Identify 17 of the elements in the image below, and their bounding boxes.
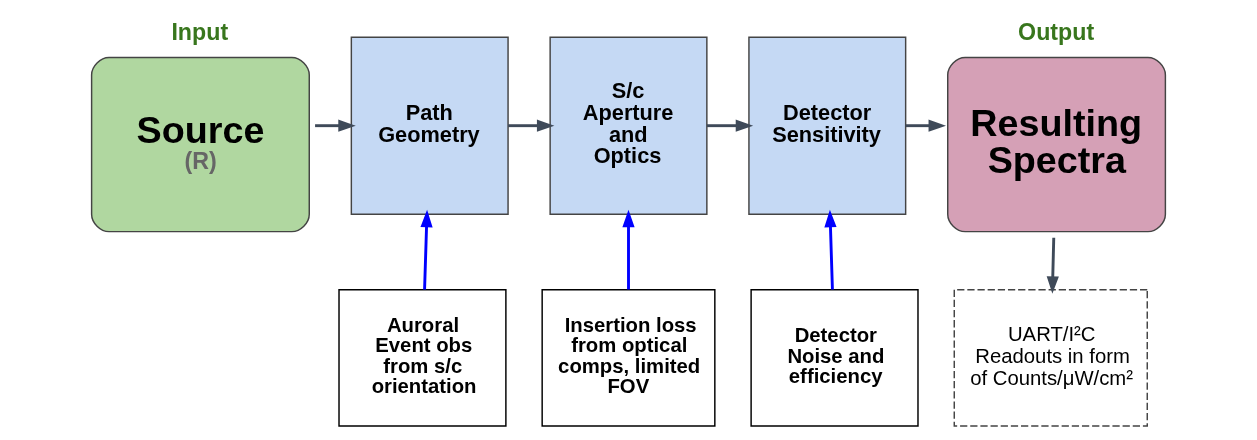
arrow: [905, 119, 946, 132]
node-box: S/c Aperture and Optics: [549, 36, 708, 215]
arrow: [622, 209, 635, 290]
arrow: [824, 209, 837, 290]
node-label: Output: [1018, 18, 1095, 45]
arrow: [420, 209, 433, 290]
node-box: Detector Noise and efficiency: [750, 288, 919, 427]
node-box: Insertion loss from optical comps, limited FOV: [541, 288, 716, 427]
node-label: Input: [171, 18, 229, 45]
node-box: Auroral Event obs from s/c orientation: [338, 288, 507, 427]
arrow: [508, 119, 555, 132]
arrow: [1046, 237, 1059, 294]
node-box: Detector Sensitivity: [748, 36, 907, 215]
arrow: [315, 119, 356, 132]
node-box: UART/I²C Readouts in form of Counts/μW/cm²: [953, 288, 1148, 427]
arrow: [706, 119, 754, 132]
node-box: Path Geometry: [350, 36, 509, 215]
